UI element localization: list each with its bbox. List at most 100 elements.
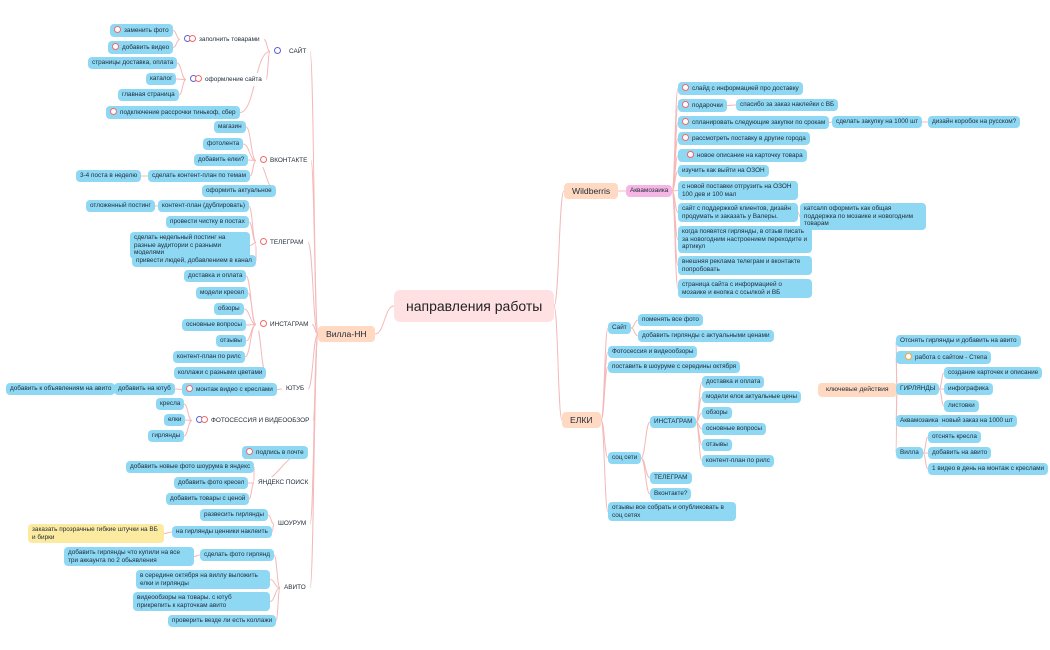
villa-showroom-hang[interactable]: развесить гирлянды [200,509,268,521]
elki-insta-delivery[interactable]: доставка и оплата [702,376,765,388]
wb-desc[interactable]: новое описание на карточку товара [678,149,807,162]
key-akva-order[interactable]: новый заказ на 1000 шт [938,415,1017,427]
villa-avito-buy-all[interactable]: добавить гирлянды что купили на все три … [64,547,194,567]
villa-photo-chairs[interactable]: кресла [156,398,185,410]
wb-site-support[interactable]: сайт с поддержкой клиентов, дизайн проду… [678,203,798,223]
villa-site-pages[interactable]: страницы доставка, оплата [88,57,178,69]
villa-insta-chairs[interactable]: модели кресел [196,287,249,299]
villa-insta-feedback[interactable]: отзывы [216,335,246,347]
wb-buy1000[interactable]: сделать закупку на 1000 шт [832,116,923,128]
villa-site-fill-goods[interactable]: заполнить товарами [180,33,264,46]
key-garlands-node[interactable]: ГИРЛЯНДЫ [896,383,940,395]
villa-showroom-order[interactable]: заказать прозрачные гибкие штучки на ВБ … [28,524,164,544]
villa-photo-trees[interactable]: елки [164,414,186,426]
wb-node[interactable]: Wildberris [564,183,619,199]
villa-tg-node[interactable]: ТЕЛЕГРАМ [256,236,308,249]
wb-plan[interactable]: спланировать следующие закупки по срокам [678,116,830,129]
villa-yandex-mail[interactable]: подпись в почте [242,446,308,459]
villa-vk-add-trees[interactable]: добавить елки? [194,154,249,166]
key-akva-node[interactable]: Аквамозаика [896,415,943,427]
root-node[interactable]: направления работы [394,290,555,322]
villa-showroom-tags[interactable]: на гирлянды ценники наклеить [172,526,272,538]
villa-avito-video[interactable]: видеообзоры на товары. с ютуб прикрепить… [133,592,270,612]
elki-node[interactable]: ЕЛКИ [562,412,601,428]
elki-insta-node[interactable]: ИНСТАГРАМ [650,416,697,428]
villa-yt-add-avito[interactable]: добавить к объявлениям на авито [6,383,116,395]
villa-photo-node[interactable]: ФОТОСЕССИЯ И ВИДЕООБЗОР [192,414,314,427]
villa-yandex-prices[interactable]: добавить товары с ценой [166,493,250,505]
key-garlands-infographic[interactable]: инфографика [944,383,993,395]
elki-insta-faq[interactable]: основные вопросы [702,423,766,435]
wb-cities[interactable]: рассмотреть поставку в другие города [678,132,810,145]
villa-vk-shop[interactable]: магазин [214,121,246,133]
villa-tg-attract[interactable]: привести людей, добавлением в канал [132,255,256,267]
villa-yt-montage[interactable]: монтаж видео с креслами [182,383,277,396]
villa-yt-add-yt[interactable]: добавить на ютуб [114,383,175,395]
elki-site-prices[interactable]: добавить гирлянды с актуальными ценами [638,330,774,342]
villa-site-node[interactable]: САЙТ [270,45,311,58]
elki-site-node[interactable]: Сайт [608,322,631,334]
wb-catalog[interactable]: катсалп оформить как общая поддержка по … [800,203,926,230]
villa-site-add-video[interactable]: добавить видео [108,41,174,54]
villa-yandex-chair-photos[interactable]: добавить фото кресел [174,477,249,489]
villa-avito-garland-photo[interactable]: сделать фото гирлянд [200,549,274,561]
elki-insta-reviews-obz[interactable]: обзоры [702,407,732,419]
villa-node[interactable]: Вилла-НН [318,326,375,342]
villa-vk-node[interactable]: ВКОНТАКТЕ [256,154,312,167]
elki-photo[interactable]: Фотосессия и видеообзоры [608,346,698,358]
elki-showroom[interactable]: поставить в шоуруме с середины октября [608,361,741,373]
villa-site-catalog[interactable]: каталог [146,73,177,85]
key-garlands-flyers[interactable]: листовки [944,400,979,412]
villa-showroom-node[interactable]: ШОУРУМ [274,518,311,530]
elki-vk[interactable]: Вконтакте? [650,488,692,500]
villa-site-design[interactable]: оформление сайта [186,73,266,86]
elki-insta-reels[interactable]: контент-план по рилс [702,455,774,467]
villa-tg-weekly[interactable]: сделать недельный постинг на разные ауди… [130,232,250,259]
key-villa-add-avito[interactable]: добавить на авито [928,447,992,459]
villa-yt-node[interactable]: ЮТУБ [282,383,309,395]
villa-yandex-node[interactable]: ЯНДЕКС ПОИСК [254,477,313,489]
villa-vk-posts-week[interactable]: 3-4 поста в неделю [76,170,142,182]
villa-insta-node[interactable]: ИНСТАГРАМ [256,318,313,331]
villa-site-replace-photo[interactable]: заменить фото [110,24,173,37]
key-villa-node[interactable]: Вилла [896,447,923,459]
wb-slide[interactable]: слайд с информацией про доставку [678,82,803,95]
elki-insta-models[interactable]: модели елок актуальные цены [702,391,802,403]
wb-boxes[interactable]: дизайн коробок на русском? [928,116,1021,128]
villa-vk-photofeed[interactable]: фотолента [203,138,244,150]
villa-photo-garlands[interactable]: гирлянды [148,430,185,442]
villa-insta-reviews-obz[interactable]: обзоры [214,303,244,315]
wb-akva-node[interactable]: Аквамозаика [626,185,673,197]
key-take-garlands[interactable]: Отснять гирлянды и добавить на авито [896,335,1021,347]
villa-insta-collages[interactable]: коллажи с разными цветами [174,367,267,379]
key-node[interactable]: ключевые действия [818,383,897,397]
key-garlands-cards[interactable]: создание карточек и описание [944,367,1043,379]
villa-avito-node[interactable]: АВИТО [280,582,310,594]
villa-avito-check[interactable]: проверить везде ли есть коллажи [168,615,277,627]
villa-tg-deferred[interactable]: отложенный постинг [86,200,155,212]
wb-ads[interactable]: внешняя реклама телеграм и вконтакте поп… [678,256,812,276]
elki-tg[interactable]: ТЕЛЕГРАМ [650,472,692,484]
key-villa-video-day[interactable]: 1 видео в день на монтаж с креслами [928,463,1049,475]
elki-site-photos[interactable]: поменять все фото [638,314,703,326]
villa-insta-faq[interactable]: основные вопросы [182,319,246,331]
villa-avito-october[interactable]: в середине октября на виллу выложить елк… [136,570,270,590]
wb-gifts[interactable]: подарочки [678,99,727,112]
villa-insta-delivery[interactable]: доставка и оплата [184,270,247,282]
villa-site-main-page[interactable]: главная страница [118,89,179,101]
villa-insta-reels[interactable]: контент-план по рилс [173,351,245,363]
elki-social-node[interactable]: соц сети [608,452,642,464]
villa-tg-cleanup[interactable]: провести чистку в постах [166,216,249,228]
villa-site-installments[interactable]: подключение рассрочки тинькоф, сбер [106,106,240,119]
wb-ship[interactable]: с новой поставки отгрузить на ОЗОН 100 д… [678,181,798,201]
wb-ozon[interactable]: изучить как выйти на ОЗОН [678,165,769,177]
wb-page[interactable]: страница сайта с информацией о мозаике и… [678,279,812,299]
key-site-work[interactable]: работа с сайтом - Степа [896,351,992,364]
elki-insta-feedback[interactable]: отзывы [702,439,732,451]
villa-tg-content-plan[interactable]: контент-план (дублировать) [158,200,250,212]
villa-vk-update[interactable]: оформить актуальное [202,185,276,197]
wb-thanks[interactable]: спасибо за заказ наклейки с ВБ [736,99,839,111]
wb-garlands[interactable]: когда появятся гирлянды, в отзыв писать … [678,226,812,253]
villa-vk-content-plan[interactable]: сделать контент-план по темам [148,170,250,182]
key-villa-shoot[interactable]: отснять кресла [928,431,981,443]
